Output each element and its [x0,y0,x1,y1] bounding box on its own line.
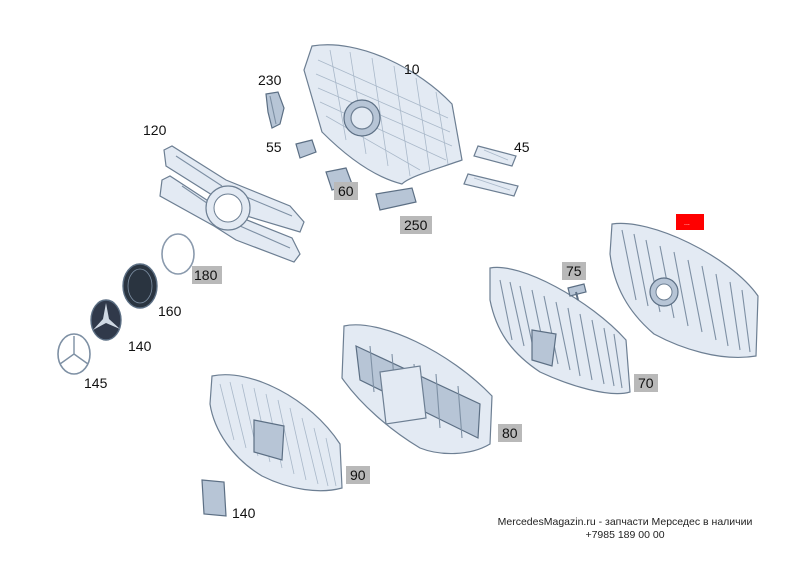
part-230-clip [265,91,285,129]
watermark-line1: MercedesMagazin.ru - запчасти Мерседес в… [497,516,753,528]
part-160-emblem-plate [122,263,158,309]
callout-75: 75 [566,263,582,279]
callout-70: 70 [638,375,654,391]
callout-140-lower: 140 [232,505,256,521]
part-90-grille [209,374,343,492]
callout-250: 250 [404,217,428,233]
callout-45: 45 [514,139,530,155]
part-180-ring [161,233,195,275]
watermark: MercedesMagazin.ru - запчасти Мерседес в… [460,516,790,542]
callout-250-tag [400,216,432,234]
callout-230: 230 [258,72,282,88]
watermark-line2: +7985 189 00 00 [585,529,665,541]
part-80-carrier [341,324,493,455]
callout-90-tag [346,466,370,484]
callout-90: 90 [350,467,366,483]
callout-145: 145 [84,375,108,391]
part-145-star-emblem [57,333,91,375]
callout-180-tag [192,266,222,284]
callout-75-tag [562,262,586,280]
callout-80-tag [498,424,522,442]
callout-120: 120 [143,122,167,138]
part-120-frame [159,145,305,263]
callout-160: 160 [158,303,182,319]
callout-60-tag [334,182,358,200]
callout-140-upper: 140 [128,338,152,354]
part-250-holder [375,187,417,211]
part-140-star-emblem [90,299,122,341]
part-70-grille [489,266,631,395]
red-highlight-tag [676,214,704,230]
callout-80: 80 [502,425,518,441]
callout-60: 60 [338,183,354,199]
part-10-grille [303,44,463,185]
part-red-tag-grille [609,222,759,359]
callout-70-tag [634,374,658,392]
callout-10: 10 [404,61,420,77]
part-55-clip [295,139,317,159]
callout-180: 180 [194,267,218,283]
callout-55: 55 [266,139,282,155]
part-140-cover-plate [201,479,227,517]
part-75-bolt [567,283,587,301]
part-45-brackets [463,145,519,197]
red-highlight-tag-label: ... [684,220,690,227]
